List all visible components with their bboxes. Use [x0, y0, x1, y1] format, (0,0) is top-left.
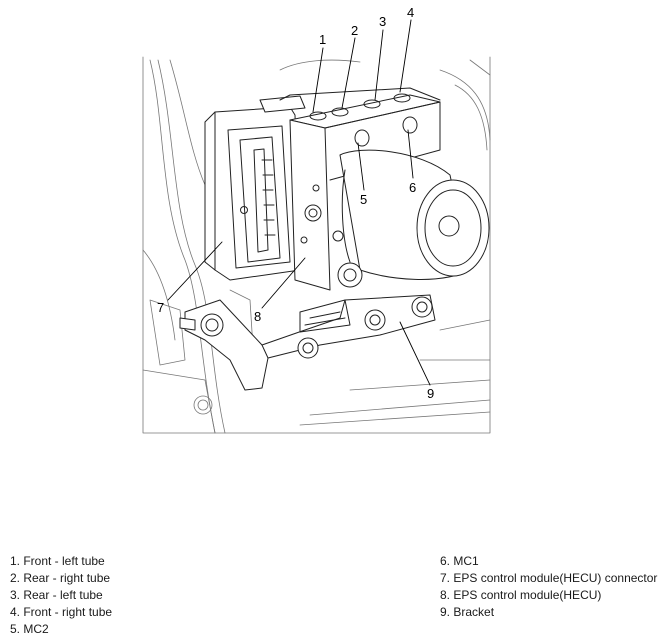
callout-1: 1: [319, 32, 326, 47]
legend-item: 1. Front - left tube: [10, 554, 105, 568]
legend-item: 2. Rear - right tube: [10, 571, 111, 585]
legend-item: 8. EPS control module(HECU): [440, 588, 602, 602]
hydraulic-block: [279, 87, 441, 291]
hecu-module: [204, 95, 306, 281]
legend-item: 3. Rear - left tube: [10, 588, 103, 602]
legend-item: 6. MC1: [440, 554, 479, 568]
legend-item: 4. Front - right tube: [10, 605, 113, 619]
callout-8: 8: [254, 309, 261, 324]
leader-lines: [167, 19, 431, 386]
callout-3: 3: [379, 14, 386, 29]
legend-item: 9. Bracket: [440, 605, 495, 619]
motor: [339, 149, 490, 280]
callout-4: 4: [407, 5, 414, 20]
callout-5: 5: [360, 192, 367, 207]
legend-item: 5. MC2: [10, 622, 49, 636]
callout-7: 7: [157, 300, 164, 315]
body-structure: [142, 56, 491, 434]
legend-left-column: 1. Front - left tube 2. Rear - right tub…: [10, 553, 112, 638]
callout-2: 2: [351, 23, 358, 38]
abs-hecu-assembly-diagram: 1 2 3 4 5 6 7 8 9: [142, 5, 491, 434]
callout-9: 9: [427, 386, 434, 401]
bolts: [179, 262, 433, 359]
callout-6: 6: [409, 180, 416, 195]
legend-item: 7. EPS control module(HECU) connector: [440, 571, 658, 585]
callout-labels: 1 2 3 4 5 6 7 8 9: [157, 5, 434, 401]
legend-right-column: 6. MC1 7. EPS control module(HECU) conne…: [440, 553, 657, 621]
